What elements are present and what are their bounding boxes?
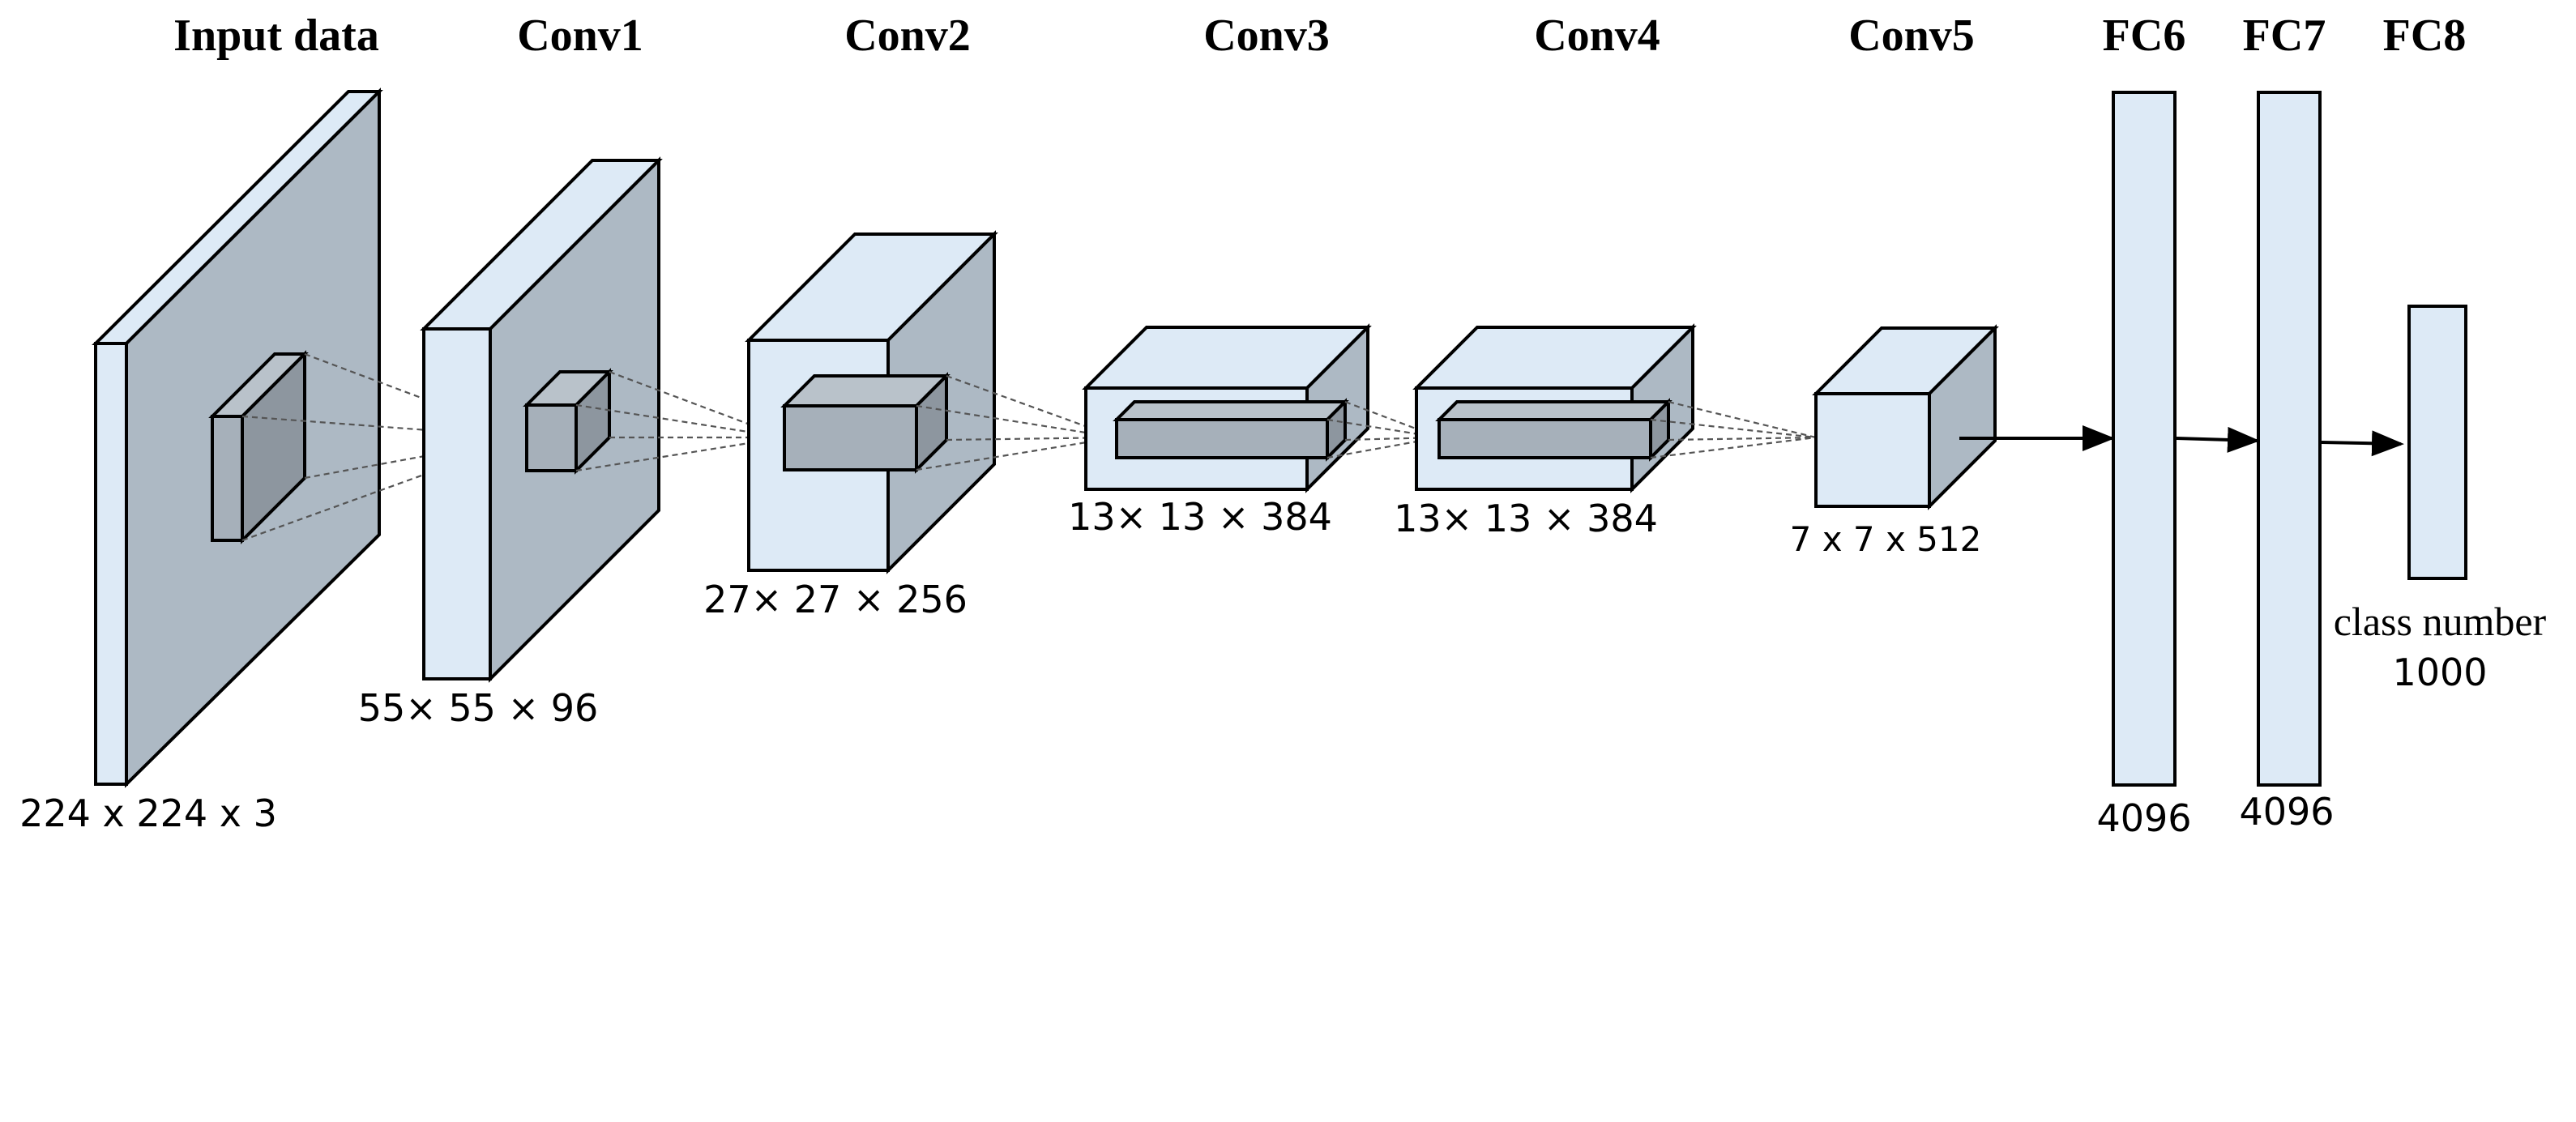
arrow-fc7-fc8 — [2321, 430, 2404, 457]
fc8-class-number-label: class number — [2334, 599, 2547, 644]
fc6-bar — [2112, 91, 2177, 787]
fc8-bar — [2407, 305, 2467, 580]
title-fc6: FC6 — [2103, 11, 2186, 61]
dims-fc6: 4096 — [2096, 796, 2191, 840]
title-fc7: FC7 — [2243, 11, 2326, 61]
title-input-data: Input data — [173, 11, 379, 61]
dims-conv2: 27× 27 × 256 — [703, 578, 968, 621]
fc7-bar — [2257, 91, 2322, 787]
dims-conv3: 13× 13 × 384 — [1068, 495, 1332, 539]
dims-input-data: 224 x 224 x 3 — [19, 791, 277, 835]
conv2-kernel — [780, 372, 951, 474]
conv4-kernel — [1435, 398, 1672, 462]
title-conv3: Conv3 — [1203, 11, 1330, 61]
title-conv2: Conv2 — [844, 11, 971, 61]
dims-fc7: 4096 — [2239, 790, 2334, 834]
conv5-block — [1812, 324, 1999, 510]
title-conv4: Conv4 — [1534, 11, 1660, 61]
dims-fc8: 1000 — [2392, 651, 2487, 694]
title-conv5: Conv5 — [1848, 11, 1975, 61]
dims-conv1: 55× 55 × 96 — [358, 686, 599, 730]
title-fc8: FC8 — [2383, 11, 2467, 61]
projection-lines-conv4-conv5 — [1650, 400, 1817, 459]
arrow-fc6-fc7 — [2176, 426, 2260, 453]
conv3-kernel — [1113, 398, 1349, 462]
dims-conv5: 7 x 7 x 512 — [1790, 519, 1982, 559]
dims-conv4: 13× 13 × 384 — [1394, 497, 1658, 540]
title-conv1: Conv1 — [517, 11, 643, 61]
